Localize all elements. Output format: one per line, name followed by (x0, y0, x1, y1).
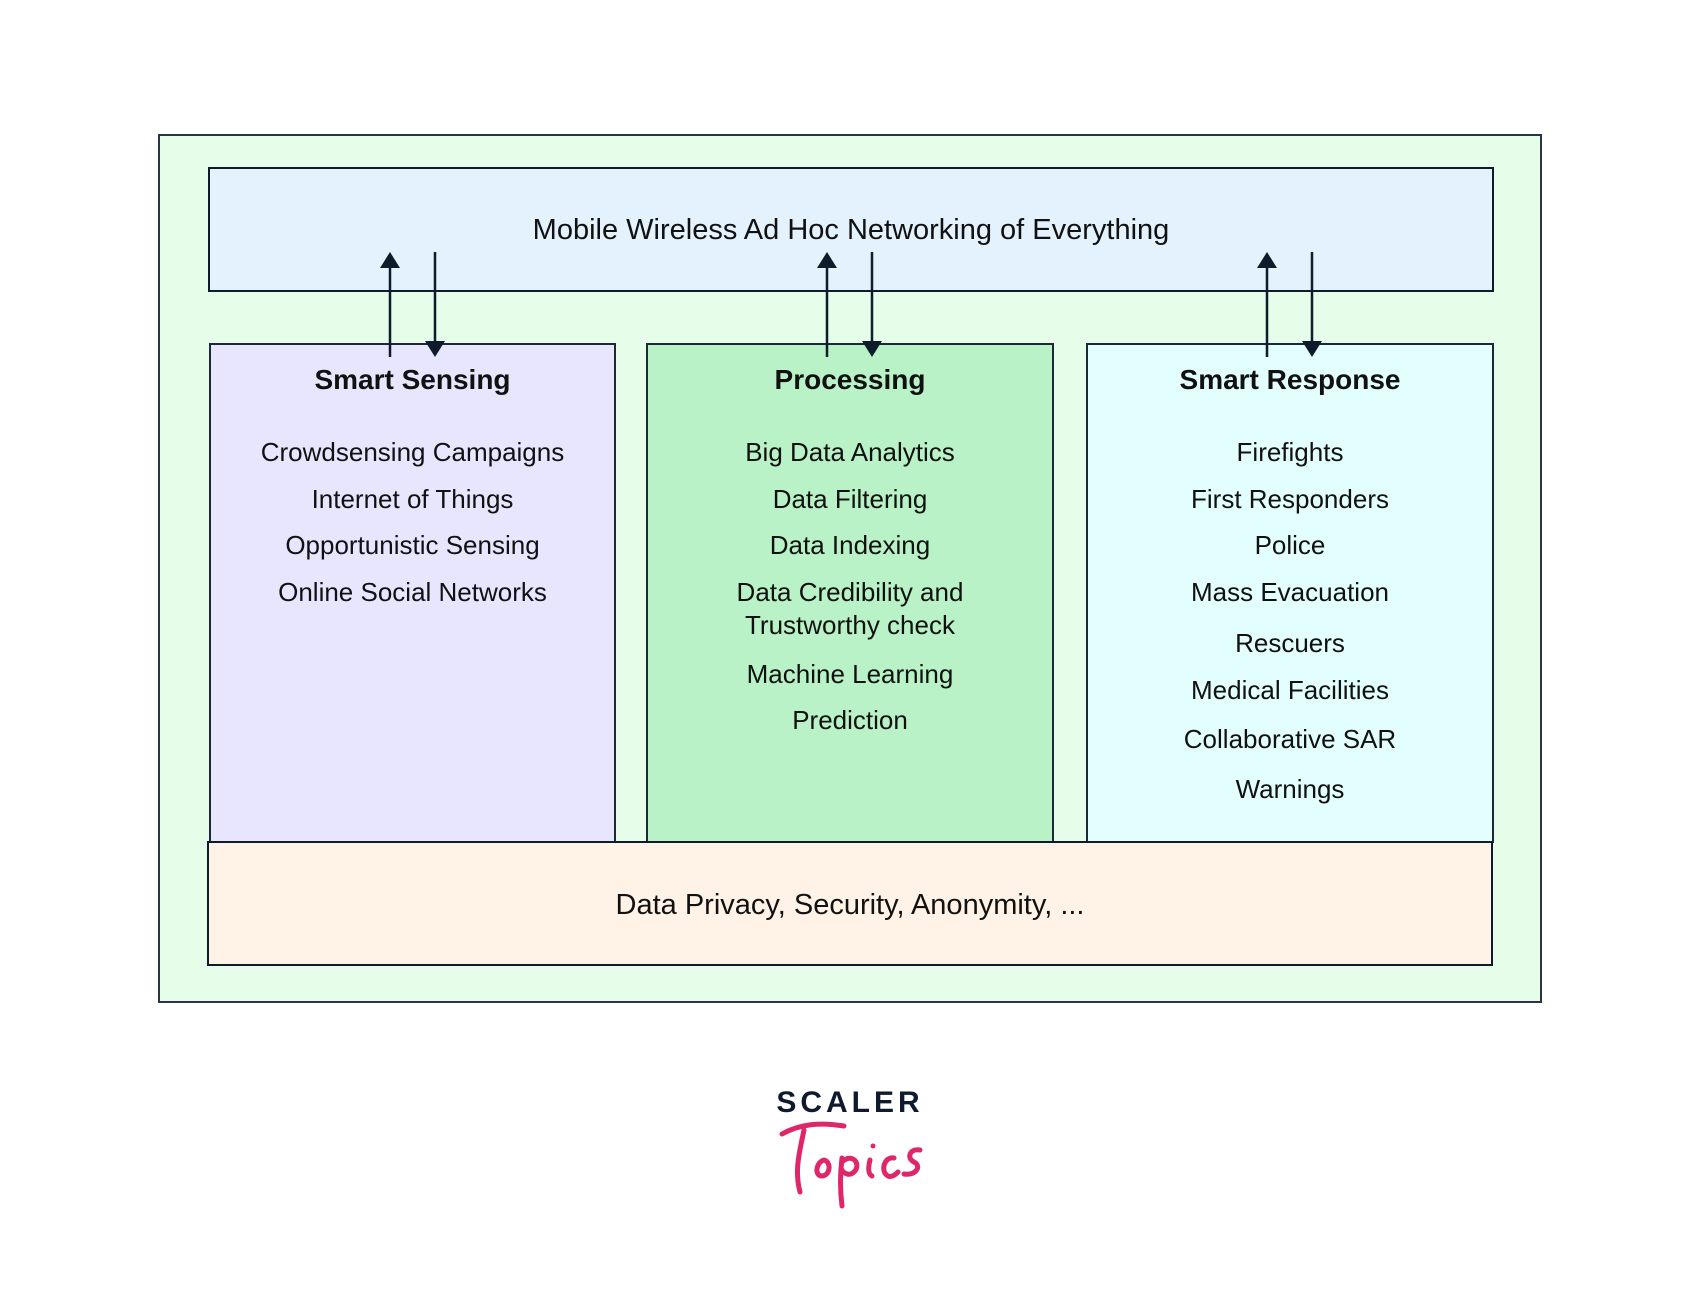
network-layer-title: Mobile Wireless Ad Hoc Networking of Eve… (532, 214, 1170, 246)
list-item: Collaborative SAR (1183, 724, 1397, 754)
list-item: Mass Evacuation (1191, 577, 1389, 607)
list-item: First Responders (1191, 484, 1389, 514)
list-item: Machine Learning (746, 659, 954, 689)
list-item: Prediction (792, 705, 908, 735)
list-item: Warnings (1235, 774, 1345, 804)
smart-response-box: Smart Response Firefights First Responde… (1086, 343, 1494, 843)
list-item: Crowdsensing Campaigns (260, 437, 565, 467)
smart-response-title: Smart Response (1179, 364, 1401, 395)
network-layer-box (208, 167, 1494, 292)
privacy-layer-text: Data Privacy, Security, Anonymity, ... (615, 889, 1085, 921)
list-item: Opportunistic Sensing (285, 530, 540, 560)
list-item: Medical Facilities (1191, 675, 1389, 705)
smart-sensing-box: Smart Sensing Crowdsensing Campaigns Int… (209, 343, 616, 843)
logo-brand-text: SCALER (776, 1086, 924, 1119)
list-item: Online Social Networks (278, 577, 547, 607)
logo-topics-script (779, 1121, 923, 1209)
list-item: Trustworthy check (745, 610, 955, 640)
list-item: Data Filtering (772, 484, 928, 514)
list-item: Firefights (1236, 437, 1344, 467)
list-item: Data Indexing (769, 530, 931, 560)
list-item: Rescuers (1235, 628, 1345, 658)
smart-sensing-title: Smart Sensing (314, 364, 511, 395)
privacy-layer-box (207, 841, 1493, 966)
list-item: Police (1254, 530, 1326, 560)
list-item: Big Data Analytics (745, 437, 955, 467)
processing-title: Processing (774, 364, 926, 395)
list-item: Data Credibility and (736, 577, 964, 607)
processing-box: Processing Big Data Analytics Data Filte… (646, 343, 1054, 843)
list-item: Internet of Things (311, 484, 514, 514)
